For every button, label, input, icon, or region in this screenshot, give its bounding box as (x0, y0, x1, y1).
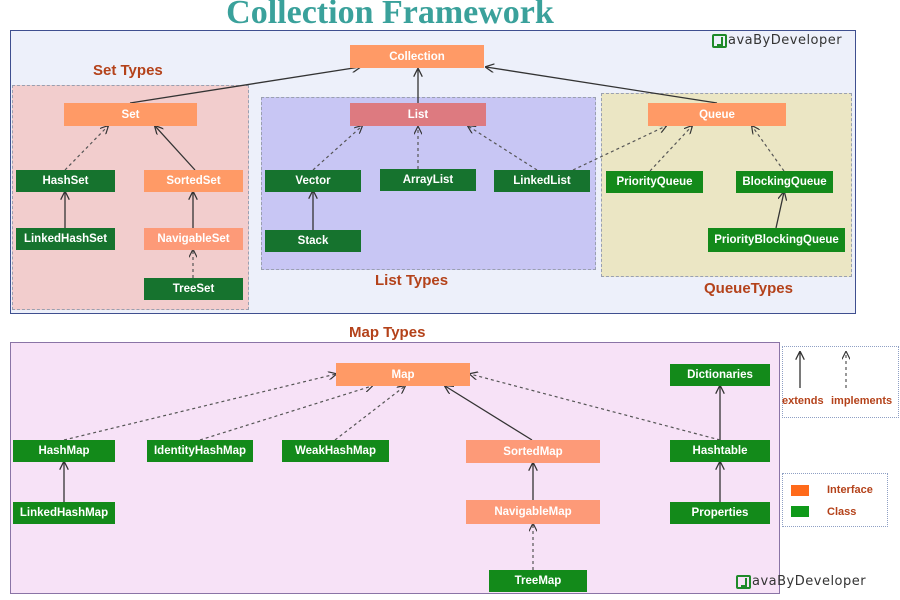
node-weakhashmap: WeakHashMap (282, 440, 389, 462)
node-hashtable: Hashtable (670, 440, 770, 462)
node-linkedhashmap: LinkedHashMap (13, 502, 115, 524)
node-sortedmap: SortedMap (466, 440, 600, 463)
edge-sortedset-set (155, 126, 196, 171)
set-types-label: Set Types (93, 62, 163, 79)
edge-queue-collection (486, 67, 718, 104)
node-stack: Stack (265, 230, 361, 252)
legend-class-label: Class (827, 506, 857, 518)
node-navigableset: NavigableSet (144, 228, 243, 250)
node-arraylist: ArrayList (380, 169, 476, 191)
legend-interface-label: Interface (827, 484, 873, 496)
node-linkedlist: LinkedList (494, 170, 590, 192)
edge-priorityqueue-queue (649, 126, 692, 172)
brand-logo-bottom: avaByDeveloper (736, 574, 866, 589)
node-sortedset: SortedSet (144, 170, 243, 192)
node-hashset: HashSet (16, 170, 115, 192)
node-queue: Queue (648, 103, 786, 126)
list-types-label: List Types (375, 272, 449, 289)
brand-j-icon (736, 574, 751, 589)
edge-linkedlist-list (468, 126, 538, 171)
edge-identityhashmap-map (199, 386, 372, 441)
node-list: List (350, 103, 486, 126)
node-treeset: TreeSet (144, 278, 243, 300)
node-linkedhashset: LinkedHashSet (16, 228, 115, 250)
edge-vector-list (312, 126, 362, 171)
edge-hashset-set (64, 126, 108, 171)
node-treemap: TreeMap (489, 570, 587, 592)
map-types-label: Map Types (349, 324, 426, 341)
node-collection: Collection (350, 45, 484, 68)
brand-logo-top: avaByDeveloper (712, 33, 842, 48)
brand-text: avaByDeveloper (728, 33, 843, 48)
node-vector: Vector (265, 170, 361, 192)
queue-types-label: QueueTypes (704, 280, 793, 297)
edge-hashmap-map (63, 374, 336, 441)
node-priorityblockingqueue: PriorityBlockingQueue (708, 228, 845, 252)
legend-class-swatch (791, 506, 809, 517)
node-dictionaries: Dictionaries (670, 364, 770, 386)
page-title: Collection Framework (226, 0, 554, 31)
edge-hashtable-map (470, 374, 721, 441)
legend-implements-label: implements (831, 395, 893, 407)
legend-interface-swatch (791, 485, 809, 496)
brand-text: avaByDeveloper (752, 574, 867, 589)
brand-j-icon (712, 33, 727, 48)
edge-set-collection (129, 67, 360, 104)
node-navigablemap: NavigableMap (466, 500, 600, 524)
edge-weakhashmap-map (334, 386, 405, 441)
node-priorityqueue: PriorityQueue (606, 171, 703, 193)
node-identityhashmap: IdentityHashMap (147, 440, 253, 462)
legend-colors (782, 473, 888, 527)
edge-linkedlist-queue (572, 126, 666, 171)
legend-extends-label: extends (782, 395, 824, 407)
edge-sortedmap-map (445, 386, 533, 441)
node-hashmap: HashMap (13, 440, 115, 462)
edge-pbq-blockingqueue (775, 192, 784, 229)
node-map: Map (336, 363, 470, 386)
node-blockingqueue: BlockingQueue (736, 171, 833, 193)
node-set: Set (64, 103, 197, 126)
node-properties: Properties (670, 502, 770, 524)
